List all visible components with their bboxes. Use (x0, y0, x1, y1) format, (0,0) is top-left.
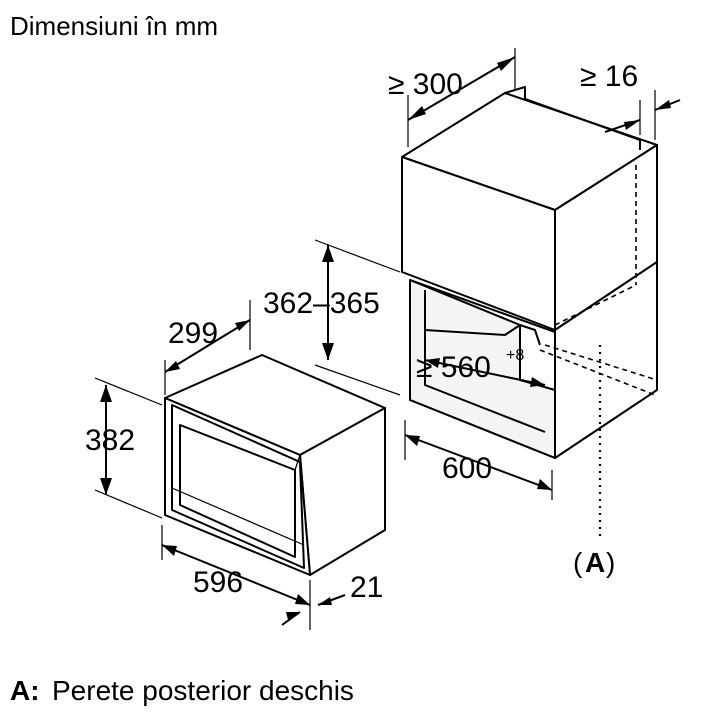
appliance (164, 354, 386, 576)
rear-marker-close: ) (606, 547, 615, 578)
page-title: Dimensiuni în mm (10, 11, 218, 41)
cabinet (401, 86, 658, 540)
dim-cabinet-depth: ≥ 300 (388, 68, 463, 101)
dim-appliance-height: 382 (85, 424, 135, 457)
dim-niche-width: ≥ 560 (416, 351, 491, 384)
rear-marker: ( A ) (573, 547, 615, 578)
dimension-lines (94, 48, 681, 630)
dim-niche-width-tolerance: +8 (506, 347, 524, 364)
legend-text: Perete posterior deschis (52, 675, 354, 706)
legend-key: A: (10, 675, 40, 706)
legend: A: Perete posterior deschis (10, 675, 354, 706)
dim-appliance-front: 21 (350, 571, 383, 604)
dim-appliance-width: 596 (193, 566, 243, 599)
dim-appliance-depth: 299 (168, 317, 218, 350)
dim-cabinet-width: 600 (442, 452, 492, 485)
rear-marker-letter: A (585, 547, 605, 578)
rear-marker-open: ( (573, 547, 583, 578)
dim-niche-height: 362–365 (263, 287, 380, 320)
dim-cabinet-gap: ≥ 16 (580, 60, 638, 93)
